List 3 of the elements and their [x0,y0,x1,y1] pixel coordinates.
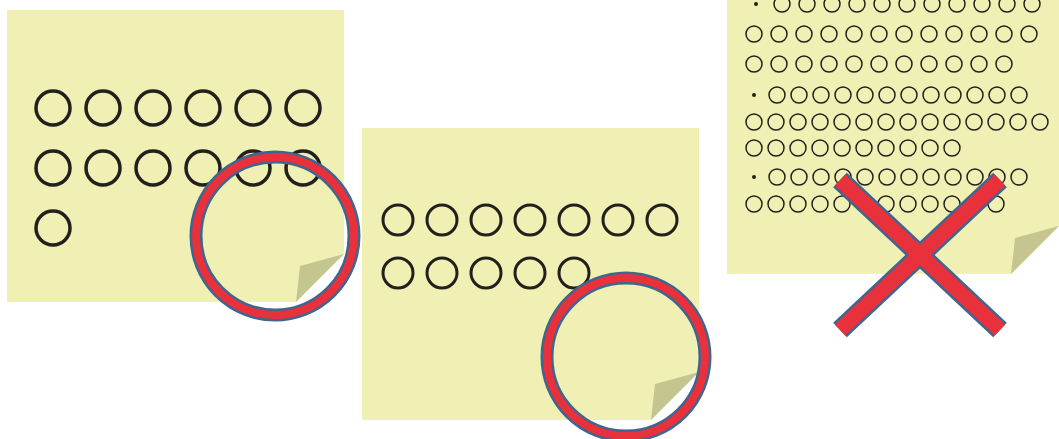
sticky-note [727,0,1059,274]
sticky-note [362,128,699,420]
sticky-note [7,10,344,302]
